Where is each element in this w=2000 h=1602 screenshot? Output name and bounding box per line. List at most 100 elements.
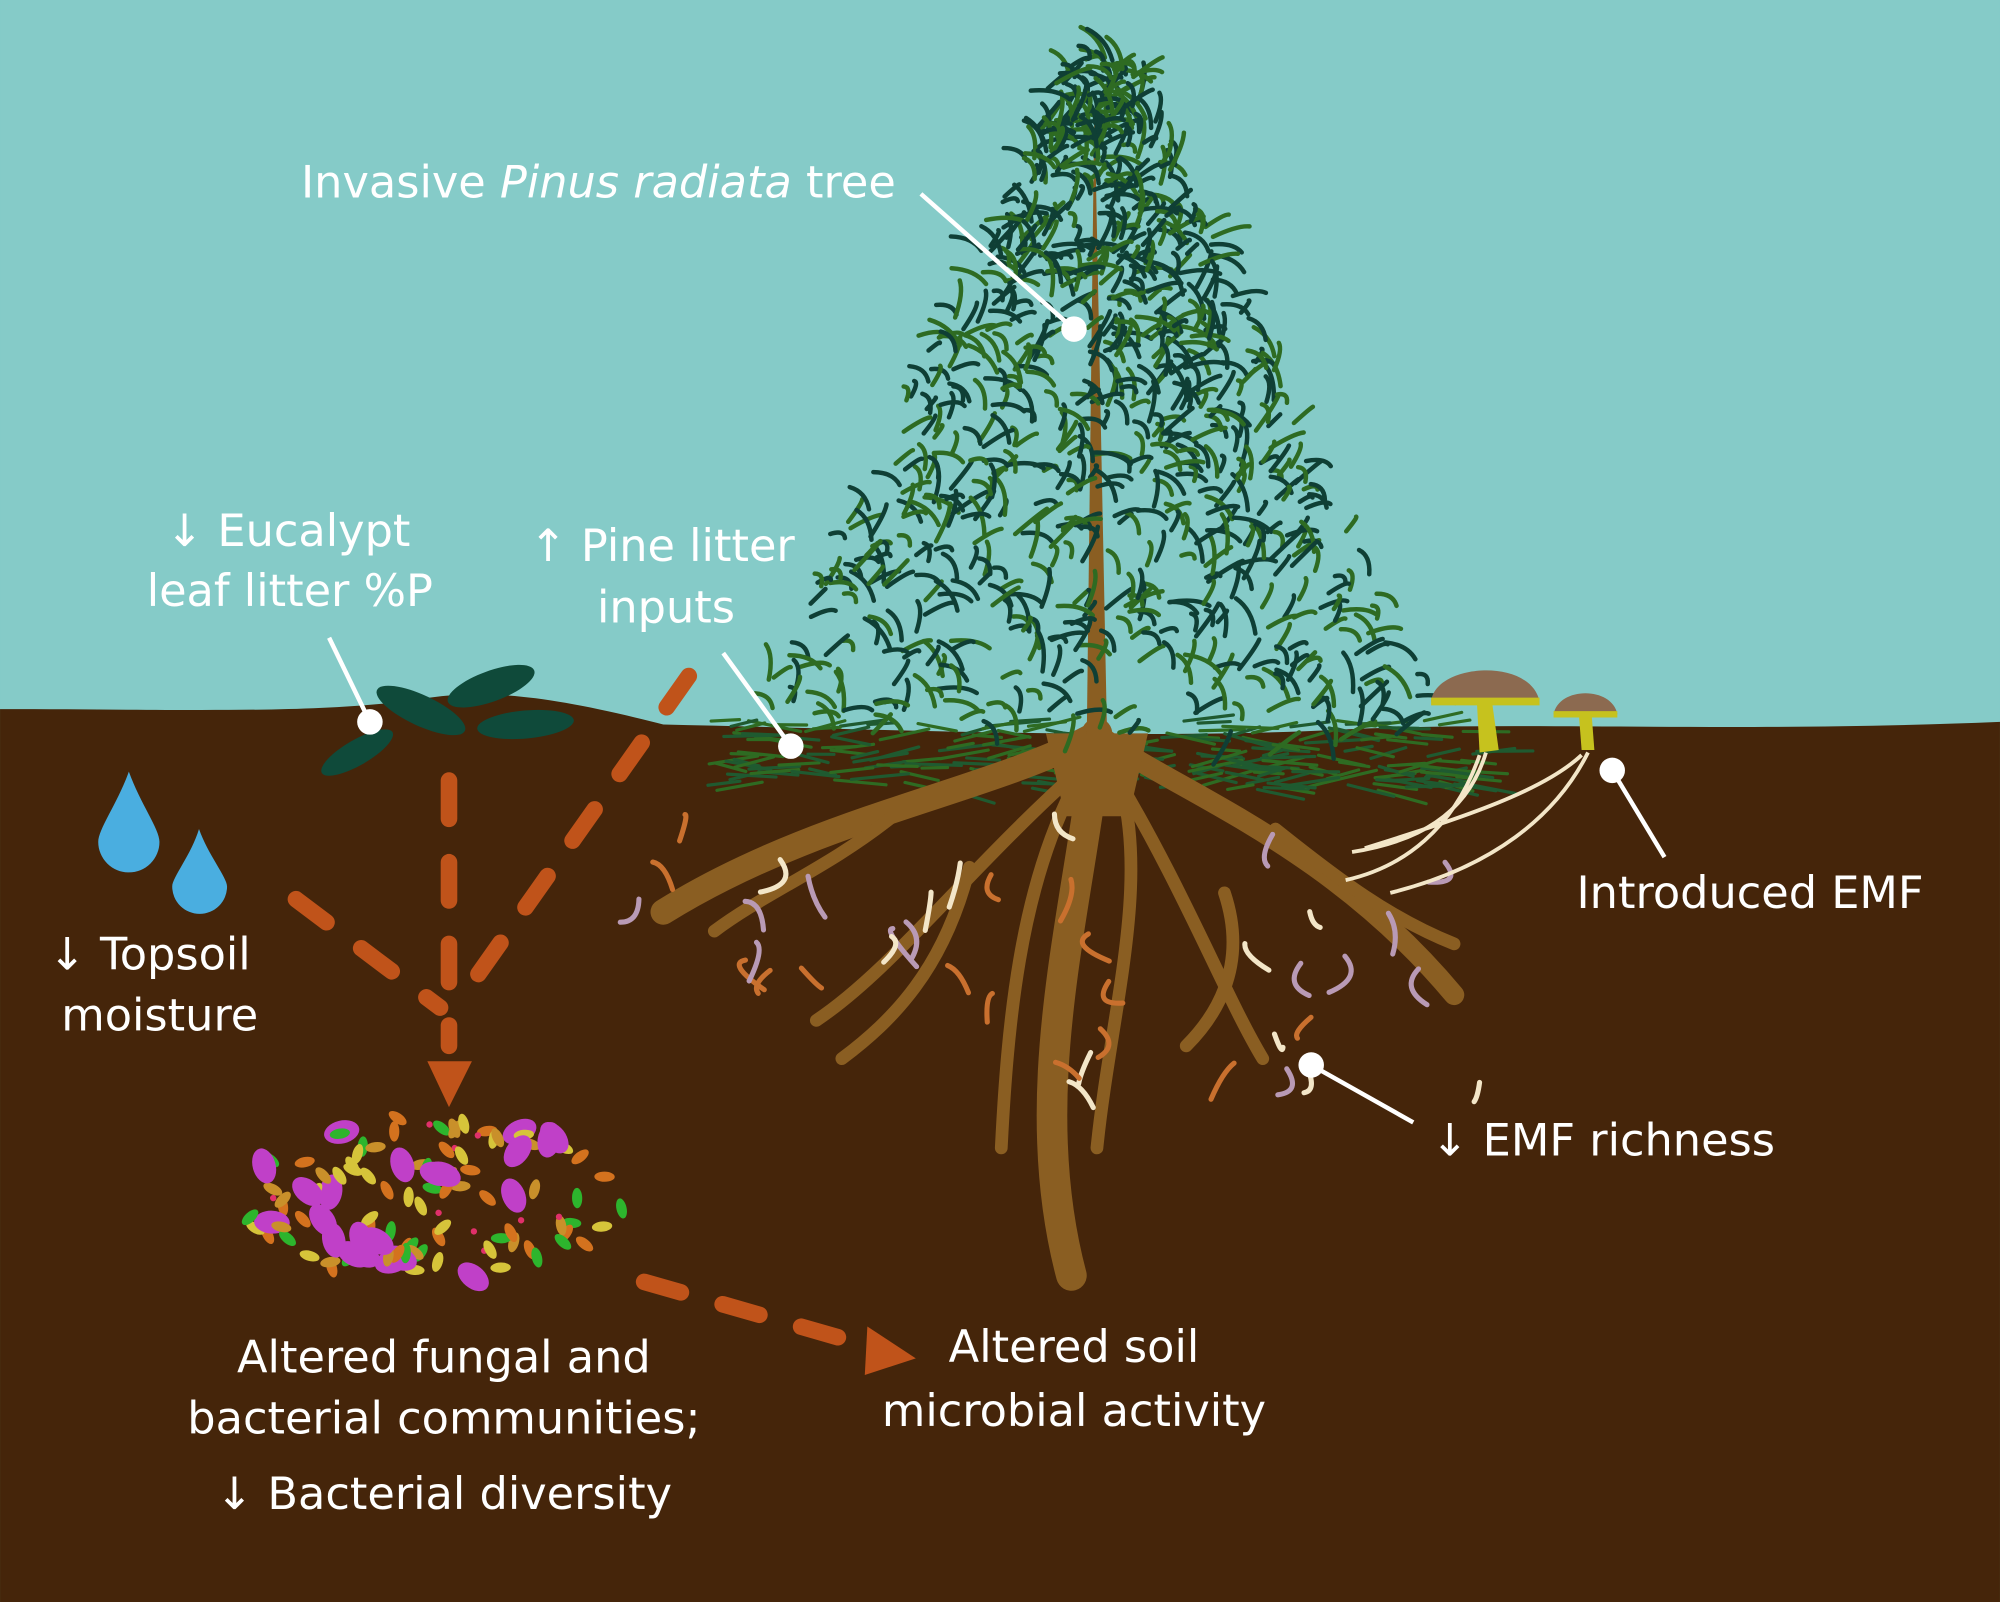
pine-needles — [1268, 443, 1292, 474]
litter-needle — [733, 755, 776, 769]
pine-needles — [1235, 378, 1244, 397]
pine-needles — [1077, 642, 1112, 657]
pine-needles — [884, 569, 916, 589]
pine-needles — [1261, 666, 1291, 700]
root-tip — [1291, 960, 1312, 999]
microbe — [403, 1186, 414, 1208]
pine-needles — [1299, 519, 1317, 554]
pine-needles — [1356, 547, 1372, 577]
litter-needle — [1413, 736, 1444, 742]
pine-needles — [1179, 379, 1192, 411]
pine-needles — [948, 459, 974, 491]
pine-needles — [1203, 545, 1234, 569]
pine-needles — [1128, 585, 1154, 610]
pine-needles — [1075, 707, 1114, 716]
pine-needles — [1295, 464, 1309, 485]
microbe — [434, 1219, 452, 1235]
pine-needles — [1002, 182, 1022, 199]
pine-needles — [1141, 134, 1159, 145]
litter-needle — [749, 768, 801, 776]
pine-needles — [1062, 668, 1085, 684]
litter-needle — [920, 765, 950, 770]
pine-needles — [1021, 615, 1033, 633]
pine-needles — [907, 499, 941, 528]
pine-needles — [1068, 85, 1082, 117]
microbe — [279, 1230, 296, 1246]
pine-needles — [1007, 269, 1045, 286]
pine-needles — [1067, 264, 1106, 277]
pine-needles — [1171, 318, 1189, 329]
litter-needle — [876, 763, 919, 769]
pine-needles — [1101, 313, 1118, 337]
pine-needles — [1220, 301, 1251, 317]
pine-needles — [964, 322, 998, 337]
microbe — [491, 1128, 505, 1148]
litter-needle — [1255, 787, 1306, 801]
pine-needles — [1162, 449, 1183, 473]
root-tip — [1307, 909, 1323, 930]
pine-needles — [1025, 687, 1043, 701]
microbe-cluster-icon — [241, 1110, 627, 1292]
pine-needles — [1132, 419, 1151, 440]
litter-needle — [838, 718, 888, 728]
pine-needles — [1266, 696, 1301, 713]
pine-needles — [1004, 249, 1019, 277]
pine-needles — [1051, 241, 1093, 251]
pine-needles — [808, 586, 828, 606]
pine-needles — [1006, 460, 1046, 471]
label-emf-richness: ↓ EMF richness — [1431, 1115, 1775, 1167]
pine-needles — [1341, 650, 1356, 695]
pine-needles — [1175, 442, 1200, 470]
pine-needles — [1238, 298, 1252, 315]
pine-needles — [1087, 349, 1115, 373]
pine-needles — [1078, 24, 1108, 60]
label-introduced-emf: Introduced EMF — [1577, 867, 1924, 919]
root-tip — [1242, 941, 1272, 973]
pine-needles — [1105, 548, 1121, 575]
pine-needles — [1129, 625, 1151, 640]
arrow-head-right-icon — [864, 1326, 916, 1375]
pine-needles — [1331, 593, 1343, 612]
pine-needles — [1323, 616, 1348, 631]
pine-tree — [752, 24, 1458, 767]
microbe — [414, 1196, 428, 1216]
microbe — [294, 1210, 311, 1228]
pine-needles — [927, 454, 941, 481]
pine-needles — [1076, 422, 1085, 459]
pine-needles — [1164, 500, 1192, 514]
pine-needles — [870, 712, 893, 736]
pine-needles — [1025, 369, 1057, 388]
microbe — [503, 1135, 532, 1168]
pine-needles — [914, 543, 934, 558]
pine-needles — [933, 578, 960, 613]
pine-needles — [1127, 717, 1142, 735]
pine-needles — [1321, 695, 1332, 724]
pine-needles — [1125, 80, 1136, 109]
pine-needles — [1207, 532, 1217, 577]
microbe — [294, 1156, 315, 1168]
pine-needles — [907, 363, 931, 384]
litter-needle — [1398, 757, 1442, 774]
pine-needles — [1268, 529, 1303, 562]
pine-needles — [901, 415, 933, 434]
litter-needle — [901, 756, 941, 764]
pine-needles — [1106, 212, 1117, 239]
pine-needles — [1193, 601, 1221, 639]
root-tip — [798, 965, 825, 991]
root-tip — [1051, 811, 1076, 842]
pine-needles — [1020, 388, 1035, 424]
pine-needles — [1307, 491, 1329, 510]
pine-needles — [1273, 644, 1290, 666]
root — [1269, 822, 1461, 951]
pine-needles — [1119, 384, 1139, 395]
pine-needles — [896, 533, 913, 548]
microbe — [572, 1187, 583, 1209]
pine-needles — [1103, 473, 1134, 482]
pine-needles — [1304, 655, 1323, 664]
pine-needles — [1021, 213, 1050, 239]
pine-needles — [999, 578, 1024, 591]
pine-needles — [933, 501, 953, 544]
pine-needles — [885, 608, 904, 643]
litter-needle — [1201, 768, 1258, 787]
